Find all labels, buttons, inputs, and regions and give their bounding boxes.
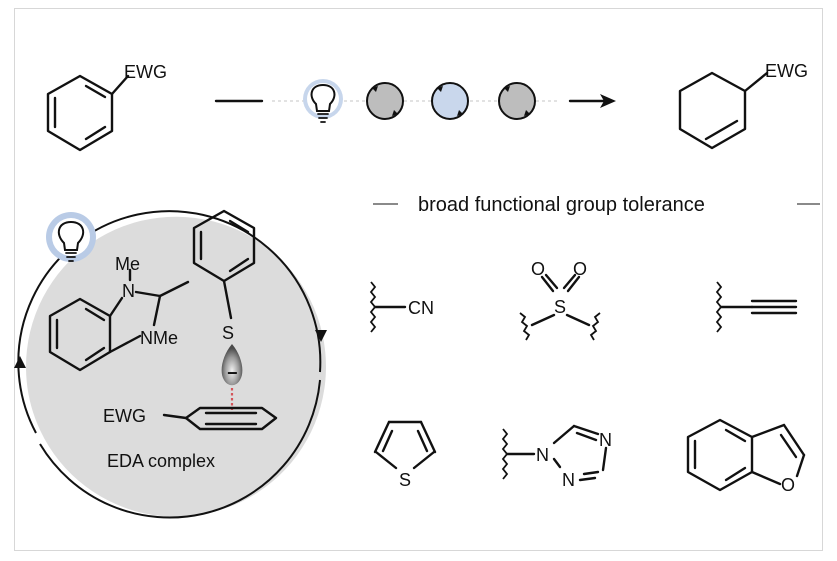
- cycle-icon-blue: [431, 82, 469, 120]
- cycle-arrow-left: [14, 356, 26, 368]
- triazole-n1-label: N: [536, 445, 549, 465]
- eda-circle: [14, 210, 327, 519]
- sulfone-o1-label: O: [531, 259, 545, 279]
- triazole-ring: [501, 424, 608, 482]
- methyl-top-label: Me: [115, 254, 140, 274]
- thiophene-ring: [373, 420, 437, 470]
- negative-charge: −: [227, 363, 238, 383]
- furan-o-label: O: [781, 475, 795, 495]
- sulfone-o2-label: O: [573, 259, 587, 279]
- triazole-n3-label: N: [562, 470, 575, 490]
- reactant-benzene: [46, 74, 130, 152]
- nme-label: NMe: [140, 328, 178, 348]
- sulfur-label: S: [222, 323, 234, 343]
- cn-label: CN: [408, 298, 434, 318]
- eda-complex-caption: EDA complex: [107, 451, 215, 471]
- reactant-ewg-label: EWG: [124, 62, 167, 82]
- benzofuran-ring: [686, 418, 806, 492]
- lightbulb-icon: [303, 79, 343, 123]
- benzimidazoline: [48, 268, 190, 372]
- ewg-mechanism-label: EWG: [103, 406, 146, 426]
- product-cyclohexene: [678, 71, 769, 150]
- reaction-arrow: [568, 94, 616, 108]
- triazole-n2-label: N: [599, 430, 612, 450]
- lone-pair-lobe: −: [221, 344, 243, 386]
- mechanism-lightbulb-icon: [46, 212, 96, 262]
- nitrile-group: [369, 281, 407, 333]
- aryl-ring: [192, 209, 256, 320]
- alkyne-group: [715, 281, 798, 333]
- ewg-arene: [162, 406, 278, 431]
- n-top-label: N: [122, 281, 135, 301]
- cycle-arrow-right: [315, 330, 327, 342]
- tolerance-heading: broad functional group tolerance: [418, 194, 705, 216]
- cycle-icon-gray: [366, 82, 404, 120]
- sulfone-group: [519, 273, 601, 341]
- cycle-icon-gray: [498, 82, 536, 120]
- thiophene-s-label: S: [399, 470, 411, 490]
- product-ewg-label: EWG: [765, 61, 808, 81]
- sulfone-s-label: S: [554, 297, 566, 317]
